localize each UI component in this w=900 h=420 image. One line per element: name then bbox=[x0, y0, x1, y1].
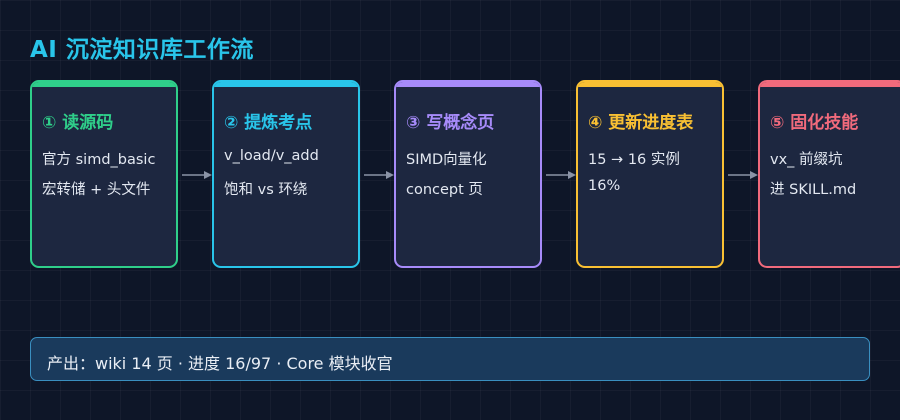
step-accent-bar bbox=[578, 82, 722, 87]
step-accent-bar bbox=[32, 82, 176, 87]
step-title: ④ 更新进度表 bbox=[588, 113, 694, 133]
step-detail-line-2: 宏转储 + 头文件 bbox=[42, 182, 151, 198]
step-title: ① 读源码 bbox=[42, 113, 114, 133]
step-detail-line-1: SIMD向量化 bbox=[406, 152, 487, 168]
arrow-right-icon bbox=[728, 171, 758, 179]
step-card-3: ③ 写概念页 SIMD向量化 concept 页 bbox=[394, 80, 542, 268]
arrow-right-icon bbox=[364, 171, 394, 179]
arrow-right-icon bbox=[546, 171, 576, 179]
step-title: ⑤ 固化技能 bbox=[770, 113, 859, 133]
step-detail-line-2: concept 页 bbox=[406, 182, 483, 198]
summary-panel: 产出：wiki 14 页 · 进度 16/97 · Core 模块收官 bbox=[30, 337, 870, 381]
step-accent-bar bbox=[396, 82, 540, 87]
step-detail-line-1: 官方 simd_basic bbox=[42, 152, 156, 168]
step-title: ② 提炼考点 bbox=[224, 113, 313, 133]
page-title: AI 沉淀知识库工作流 bbox=[30, 37, 254, 63]
step-card-1: ① 读源码 官方 simd_basic 宏转储 + 头文件 bbox=[30, 80, 178, 268]
step-detail-line-1: v_load/v_add bbox=[224, 148, 319, 164]
step-detail-line-2: 饱和 vs 环绕 bbox=[224, 182, 308, 198]
step-detail-line-1: vx_ 前缀坑 bbox=[770, 152, 843, 168]
step-card-5: ⑤ 固化技能 vx_ 前缀坑 进 SKILL.md bbox=[758, 80, 900, 268]
step-detail-line-1: 15 → 16 实例 bbox=[588, 152, 680, 168]
step-accent-bar bbox=[214, 82, 358, 87]
step-title: ③ 写概念页 bbox=[406, 113, 495, 133]
step-detail-line-2: 进 SKILL.md bbox=[770, 182, 857, 198]
workflow-diagram: ① 读源码 官方 simd_basic 宏转储 + 头文件 ② 提炼考点 v_l… bbox=[30, 80, 900, 268]
summary-text: 产出：wiki 14 页 · 进度 16/97 · Core 模块收官 bbox=[47, 354, 393, 373]
arrow-right-icon bbox=[182, 171, 212, 179]
step-card-4: ④ 更新进度表 15 → 16 实例 16% bbox=[576, 80, 724, 268]
step-accent-bar bbox=[760, 82, 900, 87]
step-detail-line-2: 16% bbox=[588, 178, 621, 194]
step-card-2: ② 提炼考点 v_load/v_add 饱和 vs 环绕 bbox=[212, 80, 360, 268]
